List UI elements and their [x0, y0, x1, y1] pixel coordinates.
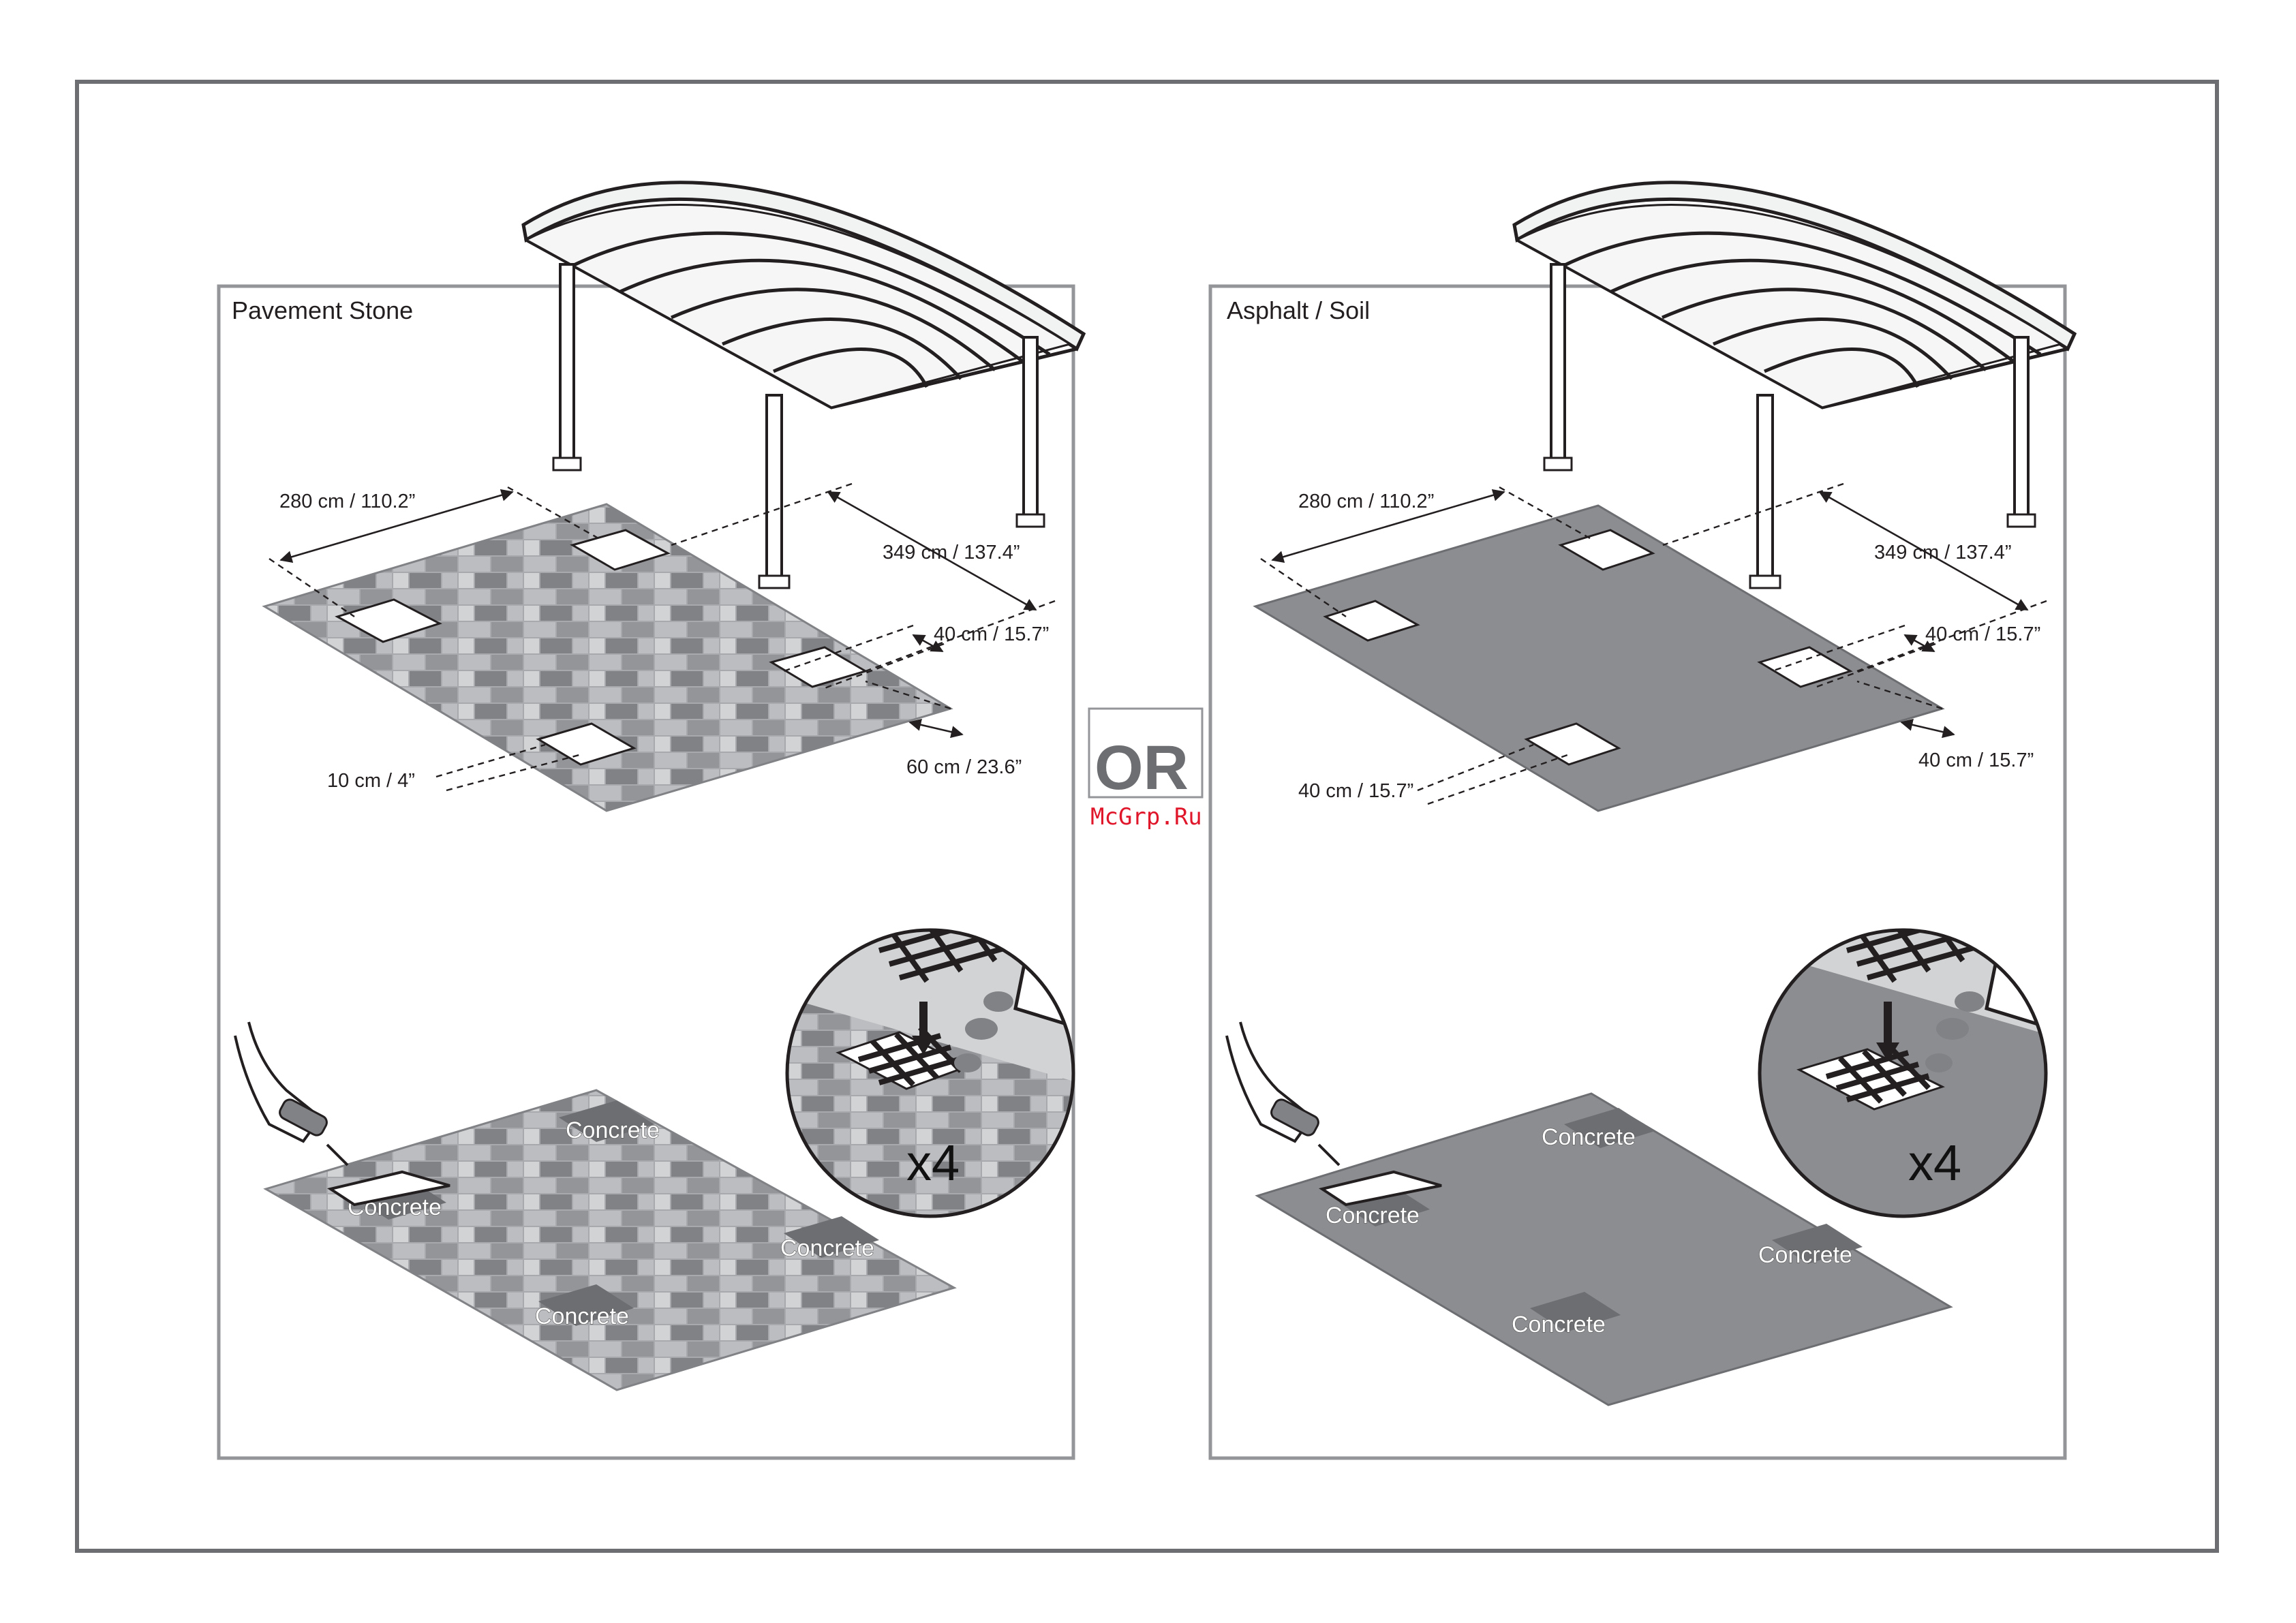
- or-text: OR: [1095, 733, 1189, 803]
- right-panel-title: Asphalt / Soil: [1227, 296, 1370, 324]
- hole-size-label: 40 cm / 15.7”: [1918, 749, 2034, 771]
- or-divider: OR McGrp.Ru: [1089, 709, 1202, 831]
- concrete-label: Concrete: [780, 1235, 874, 1261]
- hole-spacing-label: 40 cm / 15.7”: [934, 623, 1049, 645]
- left-panel: Pavement Stone: [219, 183, 1124, 1458]
- width-dimension-label: 280 cm / 110.2”: [279, 491, 415, 512]
- hole-spacing-label: 40 cm / 15.7”: [1925, 623, 2040, 645]
- x4-multiplier: x4: [906, 1134, 960, 1191]
- concrete-label: Concrete: [1542, 1124, 1636, 1150]
- length-dimension-label: 349 cm / 137.4”: [1874, 542, 2012, 563]
- concrete-label: Concrete: [1326, 1203, 1420, 1228]
- hole-size-label: 60 cm / 23.6”: [906, 756, 1022, 778]
- length-dimension-label: 349 cm / 137.4”: [883, 542, 1020, 563]
- watermark-text: McGrp.Ru: [1090, 803, 1202, 831]
- depth-label: 10 cm / 4”: [327, 770, 415, 792]
- paved-area-holes: [264, 504, 951, 811]
- left-panel-title: Pavement Stone: [232, 296, 413, 324]
- concrete-label: Concrete: [535, 1303, 629, 1329]
- depth-label: 40 cm / 15.7”: [1298, 780, 1413, 802]
- width-dimension-label: 280 cm / 110.2”: [1298, 491, 1434, 512]
- concrete-label: Concrete: [566, 1117, 660, 1143]
- right-panel: Asphalt / Soil: [1210, 183, 2096, 1458]
- concrete-label: Concrete: [1512, 1312, 1606, 1338]
- concrete-label: Concrete: [1758, 1242, 1852, 1268]
- x4-multiplier: x4: [1908, 1134, 1961, 1191]
- asphalt-area-holes: [1255, 506, 1942, 811]
